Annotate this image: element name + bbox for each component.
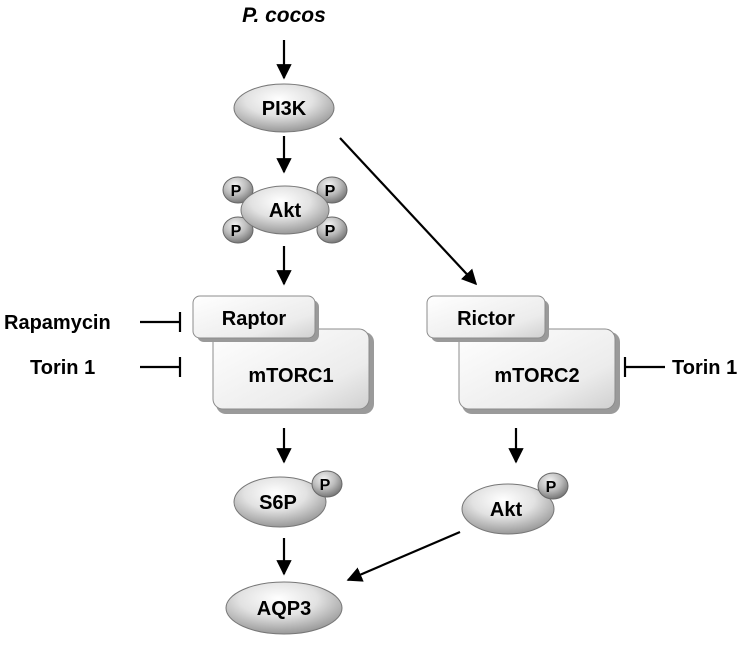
- rapamycin-label: Rapamycin: [4, 312, 111, 334]
- svg-text:Raptor: Raptor: [222, 308, 287, 330]
- svg-text:Rictor: Rictor: [457, 308, 515, 330]
- svg-text:Akt: Akt: [269, 200, 302, 222]
- node-rictor: Rictor: [426, 295, 549, 342]
- svg-text:Akt: Akt: [490, 499, 523, 521]
- torin1-left-inhibition: [140, 357, 182, 377]
- rapamycin-inhibition: [140, 312, 182, 332]
- svg-text:AQP3: AQP3: [257, 598, 311, 620]
- node-akt-mtorc2: Akt P: [461, 472, 569, 535]
- torin1-right-inhibition: [623, 357, 665, 377]
- phospho-group: P: [316, 176, 348, 204]
- node-aqp3: AQP3: [225, 581, 343, 635]
- phospho-group: P: [316, 216, 348, 244]
- svg-text:mTORC2: mTORC2: [494, 365, 579, 387]
- torin1-left-label: Torin 1: [30, 357, 95, 379]
- node-mtorc1: mTORC1: [212, 328, 374, 414]
- node-raptor: Raptor: [192, 295, 319, 342]
- svg-text:PI3K: PI3K: [262, 98, 307, 120]
- node-akt-phosphorylated: P P P P Akt: [222, 176, 348, 244]
- node-mtorc2: mTORC2: [458, 328, 620, 414]
- edge-akt-aqp3: [346, 530, 461, 582]
- svg-text:P: P: [320, 477, 331, 494]
- svg-text:P: P: [546, 479, 557, 496]
- phospho-group: P: [222, 216, 254, 244]
- svg-text:S6P: S6P: [259, 492, 297, 514]
- torin1-right-label: Torin 1: [672, 357, 737, 379]
- edge-pi3k-rictor: [339, 137, 478, 286]
- svg-text:P: P: [325, 223, 336, 240]
- svg-text:mTORC1: mTORC1: [248, 365, 333, 387]
- svg-text:P: P: [325, 183, 336, 200]
- node-s6p: S6P P: [233, 470, 343, 528]
- phospho-group: P: [537, 472, 569, 500]
- svg-text:P: P: [231, 223, 242, 240]
- phospho-group: P: [222, 176, 254, 204]
- svg-text:P: P: [231, 183, 242, 200]
- source-label: P. cocos: [242, 4, 326, 27]
- phospho-group: P: [311, 470, 343, 498]
- node-pi3k: PI3K: [233, 83, 335, 133]
